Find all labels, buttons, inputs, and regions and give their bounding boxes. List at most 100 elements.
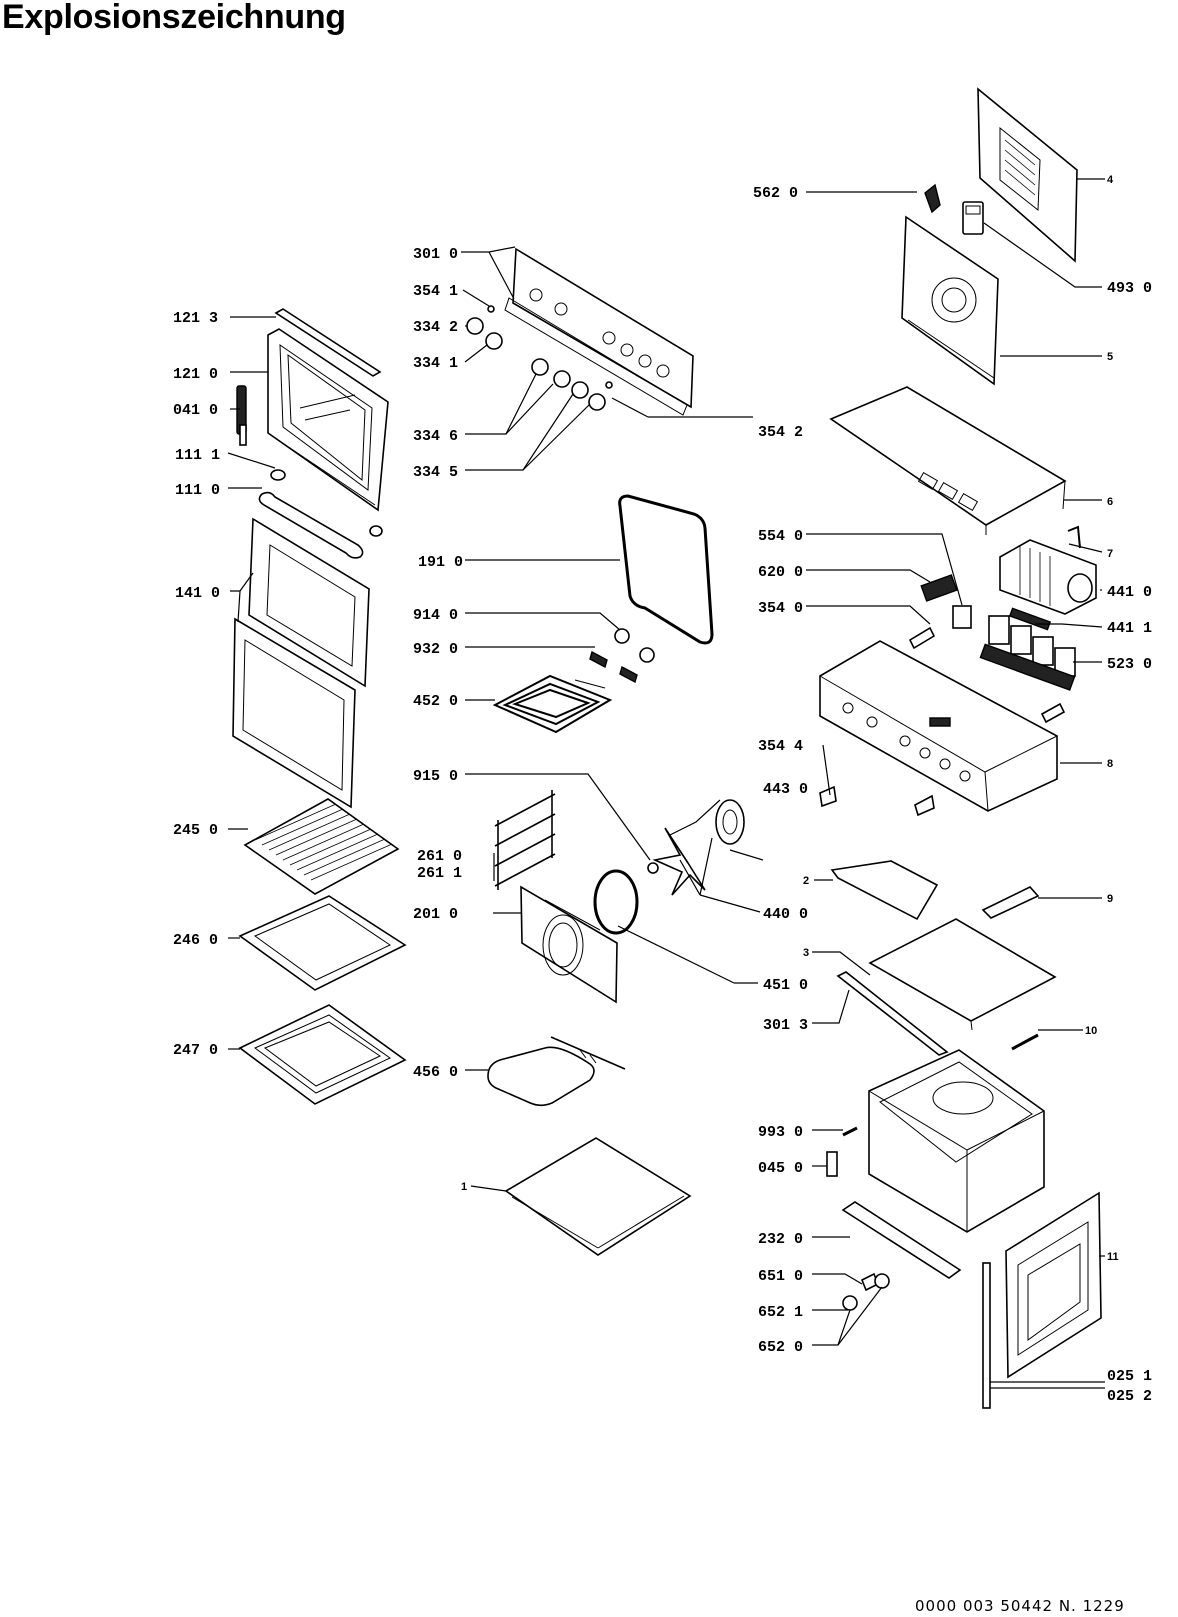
label-301-0: 301 0 <box>413 246 458 263</box>
baking-tray-part <box>238 895 407 991</box>
label-4: 4 <box>1107 174 1114 186</box>
label-191-0: 191 0 <box>418 554 463 571</box>
label-041-0: 041 0 <box>173 402 218 419</box>
label-11: 11 <box>1107 1251 1119 1263</box>
label-201-0: 201 0 <box>413 906 458 923</box>
fan-housing-panel-part <box>901 215 999 386</box>
bottom-plate-part <box>504 1137 692 1256</box>
label-914-0: 914 0 <box>413 607 458 624</box>
label-111-1: 111 1 <box>175 447 220 464</box>
label-025-1: 025 1 <box>1107 1368 1152 1385</box>
label-493-0: 493 0 <box>1107 280 1152 297</box>
label-440-0: 440 0 <box>763 906 808 923</box>
terminal-block-part <box>962 201 984 235</box>
leader-lines <box>227 178 1105 1389</box>
rack-support-part <box>494 790 556 890</box>
label-111-0: 111 0 <box>175 482 220 499</box>
back-bracket-part <box>924 183 941 214</box>
switch-relay-part <box>920 574 972 629</box>
label-7: 7 <box>1107 548 1113 560</box>
side-bracket-part <box>830 860 939 921</box>
door-glass-outer-part <box>232 617 356 809</box>
selector-switches-part <box>979 615 1076 691</box>
door-hinge-part <box>236 385 247 446</box>
label-334-1: 334 1 <box>413 355 458 372</box>
label-651-0: 651 0 <box>758 1268 803 1285</box>
control-housing-part <box>819 640 1058 812</box>
label-443-0: 443 0 <box>763 781 808 798</box>
label-121-3: 121 3 <box>173 310 218 327</box>
label-354-1: 354 1 <box>413 283 458 300</box>
fan-motor-part <box>715 799 745 845</box>
label-451-0: 451 0 <box>763 977 808 994</box>
oven-screw-part <box>842 1126 858 1137</box>
label-354-4: 354 4 <box>758 738 803 755</box>
label-5: 5 <box>1107 351 1113 363</box>
label-045-0: 045 0 <box>758 1160 803 1177</box>
side-door-panel-part <box>1005 1191 1102 1379</box>
screw-nut-part <box>589 628 655 684</box>
label-9: 9 <box>1107 893 1113 905</box>
screw-part <box>819 626 1066 817</box>
label-2: 2 <box>803 875 809 887</box>
label-652-0: 652 0 <box>758 1339 803 1356</box>
label-915-0: 915 0 <box>413 768 458 785</box>
top-cover-part <box>829 386 1067 535</box>
fan-cover-part <box>520 885 618 1004</box>
document-code: 0000 003 50442 N. 1229 <box>915 1597 1125 1615</box>
label-247-0: 247 0 <box>173 1042 218 1059</box>
control-knobs-part <box>466 305 613 411</box>
page-title: Explosionszeichnung <box>2 0 346 36</box>
label-993-0: 993 0 <box>758 1124 803 1141</box>
label-523-0: 523 0 <box>1107 656 1152 673</box>
lamp-cover-strip-part <box>841 1201 962 1279</box>
deep-tray-part <box>238 1004 407 1105</box>
door-frame-part <box>267 328 389 512</box>
grill-element-part <box>492 674 613 734</box>
label-652-1: 652 1 <box>758 1304 803 1321</box>
label-562-0: 562 0 <box>753 185 798 202</box>
side-rod-part <box>1011 1033 1039 1051</box>
tangential-fan-part <box>999 525 1097 631</box>
label-334-5: 334 5 <box>413 464 458 481</box>
label-334-2: 334 2 <box>413 319 458 336</box>
lamp-parts <box>842 1272 890 1311</box>
circular-element-part <box>487 1036 626 1107</box>
label-025-2: 025 2 <box>1107 1388 1152 1405</box>
control-panel-part <box>504 247 694 416</box>
oven-cavity-part <box>868 1049 1045 1233</box>
label-620-0: 620 0 <box>758 564 803 581</box>
label-452-0: 452 0 <box>413 693 458 710</box>
label-354-2: 354 2 <box>758 424 803 441</box>
front-strip-part <box>836 971 949 1056</box>
label-261-0: 261 0 <box>417 848 462 865</box>
label-261-1: 261 1 <box>417 865 462 882</box>
back-panel-part <box>977 87 1078 263</box>
label-441-1: 441 1 <box>1107 620 1152 637</box>
door-seal-strip-part <box>274 308 382 377</box>
part-labels: 121 3 121 0 041 0 111 1 111 0 141 0 245 … <box>173 174 1152 1405</box>
label-334-6: 334 6 <box>413 428 458 445</box>
label-441-0: 441 0 <box>1107 584 1152 601</box>
label-232-0: 232 0 <box>758 1231 803 1248</box>
label-354-0: 354 0 <box>758 600 803 617</box>
label-8: 8 <box>1107 758 1113 770</box>
fan-blade-part <box>647 827 706 896</box>
door-handle-part <box>258 469 383 559</box>
label-1: 1 <box>461 1181 467 1193</box>
ring-element-part <box>593 869 639 935</box>
label-10: 10 <box>1085 1025 1097 1037</box>
label-932-0: 932 0 <box>413 641 458 658</box>
rail-part <box>981 886 1040 919</box>
top-plate-part <box>868 918 1057 1031</box>
label-3: 3 <box>803 947 809 959</box>
label-245-0: 245 0 <box>173 822 218 839</box>
label-141-0: 141 0 <box>175 585 220 602</box>
door-seal-side-part <box>982 1262 991 1409</box>
label-301-3: 301 3 <box>763 1017 808 1034</box>
label-554-0: 554 0 <box>758 528 803 545</box>
label-246-0: 246 0 <box>173 932 218 949</box>
door-seal-gasket-part <box>618 494 714 645</box>
wire-rack-part <box>243 798 400 895</box>
